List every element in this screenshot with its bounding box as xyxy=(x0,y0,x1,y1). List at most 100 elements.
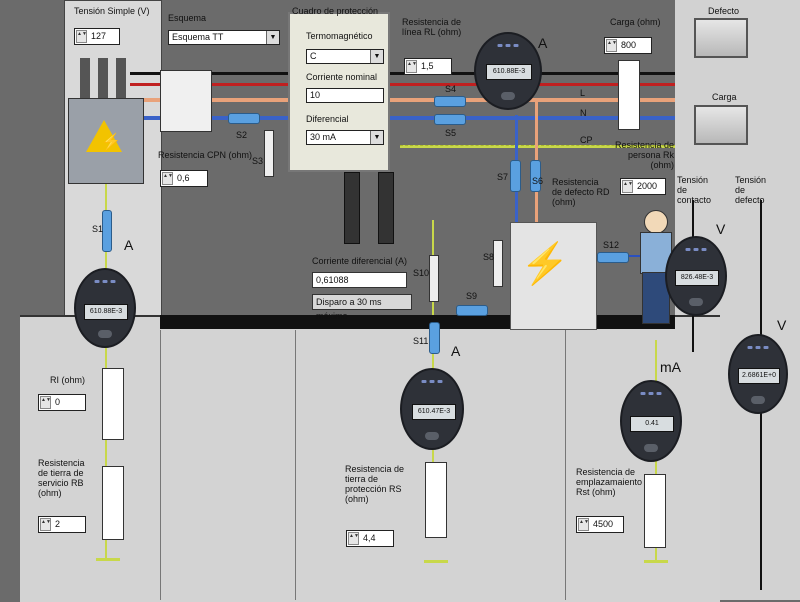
fault-button[interactable] xyxy=(694,18,748,58)
transformer-icon: ⚡ xyxy=(68,58,144,184)
top-ammeter-display: 610.88E-3 xyxy=(486,64,532,80)
ground-icon-left xyxy=(96,558,120,581)
spinner-icon[interactable]: ▲▼ xyxy=(40,518,51,531)
rst-input[interactable]: ▲▼4500 xyxy=(576,516,624,533)
wire-n xyxy=(130,116,675,120)
rs-input[interactable]: ▲▼4,4 xyxy=(346,530,394,547)
switch-s10-label: S10 xyxy=(413,268,430,278)
switch-s2[interactable] xyxy=(228,113,260,124)
middle-ammeter: 610.47E-3 xyxy=(400,368,464,450)
rb-input[interactable]: ▲▼2 xyxy=(38,516,86,533)
person-input[interactable]: ▲▼2000 xyxy=(620,178,666,195)
scheme-select[interactable]: Esquema TT▼ xyxy=(168,30,280,45)
wire-ground-left xyxy=(105,140,107,560)
voltage-input[interactable]: ▲▼127 xyxy=(74,28,120,45)
rs-label: Resistencia de tierra de protección RS (… xyxy=(345,464,405,504)
switch-s5[interactable] xyxy=(434,114,466,125)
switch-s11[interactable] xyxy=(429,322,440,354)
ri-resistor xyxy=(102,368,124,440)
switch-s10[interactable] xyxy=(429,255,439,302)
fault-voltmeter: 2.6861E+0 xyxy=(728,334,788,414)
switch-s7[interactable] xyxy=(510,160,521,192)
right-milliammeter-unit: mA xyxy=(660,359,681,375)
switch-s1[interactable] xyxy=(102,210,112,252)
scheme-label: Esquema xyxy=(168,13,207,23)
breaker-right[interactable] xyxy=(378,172,394,244)
switch-s4-label: S4 xyxy=(445,84,457,94)
spinner-icon[interactable]: ▲▼ xyxy=(606,39,617,52)
top-ammeter-unit: A xyxy=(538,35,548,51)
spinner-icon[interactable]: ▲▼ xyxy=(162,172,173,185)
breaker-left[interactable] xyxy=(344,172,360,244)
switch-s3-label: S3 xyxy=(252,156,264,166)
switch-s7-label: S7 xyxy=(497,172,509,182)
switch-s6[interactable] xyxy=(530,160,541,192)
wire-black xyxy=(130,72,675,75)
line-cp-label: CP xyxy=(580,135,593,145)
rb-label: Resistencia de tierra de servicio RB (oh… xyxy=(38,458,85,498)
switch-s9[interactable] xyxy=(456,305,488,316)
diff-current-value: 0,61088 xyxy=(312,272,407,288)
ground-icon-middle xyxy=(424,560,448,583)
switch-s4[interactable] xyxy=(434,96,466,107)
spinner-icon[interactable]: ▲▼ xyxy=(40,396,51,409)
chevron-down-icon[interactable]: ▼ xyxy=(370,50,383,63)
load-button[interactable] xyxy=(694,105,748,145)
switch-s5-label: S5 xyxy=(445,128,457,138)
contact-voltmeter-unit: V xyxy=(716,221,726,237)
floor-divider-3 xyxy=(565,330,566,600)
switch-s9-label: S9 xyxy=(466,291,478,301)
switch-s1-label: S1 xyxy=(92,224,104,234)
ground-icon-right xyxy=(644,560,668,583)
fault-res-label: Resistencia de defecto RD (ohm) xyxy=(552,177,610,207)
line-res-label: Resistencia de línea RL (ohm) xyxy=(402,17,462,37)
switch-s11-label: S11 xyxy=(413,336,429,346)
line-n-label: N xyxy=(580,108,587,118)
right-milliammeter: 0.41 xyxy=(620,380,682,462)
switch-s2-label: S2 xyxy=(236,130,248,140)
cpn-input[interactable]: ▲▼0,6 xyxy=(160,170,208,187)
load-label: Carga (ohm) xyxy=(610,17,661,27)
fault-voltmeter-unit: V xyxy=(777,317,787,333)
switch-s12[interactable] xyxy=(597,252,629,263)
protection-panel: Cuadro de protección Termomagnético C▼ C… xyxy=(288,6,390,172)
contact-voltage-label: Tensión de contacto xyxy=(677,175,712,205)
right-milliammeter-display: 0.41 xyxy=(630,416,674,432)
thermo-select[interactable]: C▼ xyxy=(306,49,384,64)
spinner-icon[interactable]: ▲▼ xyxy=(76,30,87,43)
top-ammeter: 610.88E-3 xyxy=(474,32,542,110)
line-l-label: L xyxy=(580,88,586,98)
switch-s12-label: S12 xyxy=(603,240,620,250)
nominal-select[interactable]: 10 xyxy=(306,88,384,103)
left-ammeter-display: 610.88E-3 xyxy=(84,304,128,320)
rs-resistor xyxy=(425,462,447,538)
load-input[interactable]: ▲▼800 xyxy=(604,37,652,54)
middle-ammeter-unit: A xyxy=(451,343,461,359)
spinner-icon[interactable]: ▲▼ xyxy=(406,60,417,73)
diff-select[interactable]: 30 mA▼ xyxy=(306,130,384,145)
left-ammeter: 610.88E-3 xyxy=(74,268,136,348)
switch-s8-label: S8 xyxy=(483,252,495,262)
ri-input[interactable]: ▲▼0 xyxy=(38,394,86,411)
diff-label: Diferencial xyxy=(306,114,349,124)
switch-s8[interactable] xyxy=(493,240,503,287)
cpn-label: Resistencia CPN (ohm) xyxy=(158,150,253,160)
load-resistor xyxy=(618,60,640,130)
spinner-icon[interactable]: ▲▼ xyxy=(348,532,359,545)
spinner-icon[interactable]: ▲▼ xyxy=(578,518,589,531)
chevron-down-icon[interactable]: ▼ xyxy=(370,131,383,144)
equipment-box xyxy=(510,222,597,330)
line-res-input[interactable]: ▲▼1,5 xyxy=(404,58,452,75)
fault-voltage-label: Tensión de defecto xyxy=(735,175,767,205)
trip-status: Disparo a 30 ms máximo xyxy=(312,294,412,321)
chevron-down-icon[interactable]: ▼ xyxy=(266,31,279,44)
switch-box-icon xyxy=(160,70,212,132)
person-label: Resistencia de persona Rk (ohm) xyxy=(614,140,674,170)
ri-label: RI (ohm) xyxy=(50,375,86,385)
floor-divider-2 xyxy=(295,330,296,600)
load-button-label: Carga xyxy=(712,92,737,102)
contact-voltmeter-display: 826.48E-3 xyxy=(675,270,719,286)
spinner-icon[interactable]: ▲▼ xyxy=(622,180,633,193)
lightning-icon: ⚡ xyxy=(520,242,570,286)
switch-s3[interactable] xyxy=(264,130,274,177)
